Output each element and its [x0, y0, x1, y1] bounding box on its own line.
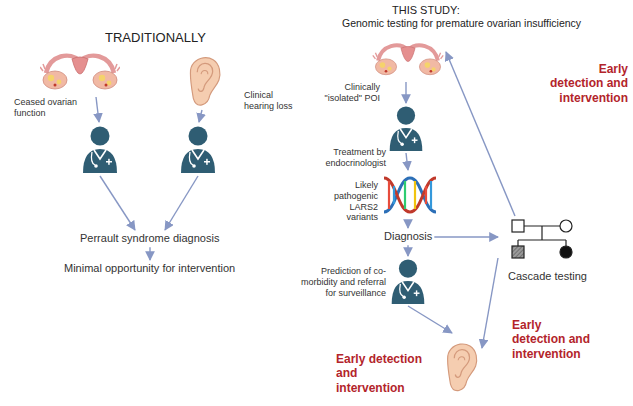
arrow-label: Early detection and intervention: [512, 318, 598, 361]
flow-arrow: [408, 220, 409, 228]
ear-illustration: [448, 344, 477, 391]
text-step: Minimal opportunity for intervention: [64, 262, 235, 275]
flow-arrow: [446, 52, 515, 216]
illustrated-step: Prediction of co-morbidity and referral …: [390, 258, 426, 304]
ovary-illustration: [40, 56, 120, 89]
step-label: Treatment by endocrinologist: [316, 147, 386, 169]
dna-illustration: [384, 178, 436, 212]
arrow-label: Early detection and intervention: [542, 62, 628, 105]
doctor-icon: [392, 259, 425, 304]
ear-illustration: [190, 58, 220, 105]
flow-arrow: [150, 247, 151, 260]
step-label: Clinical hearing loss: [244, 90, 299, 112]
flow-arrow: [408, 306, 452, 333]
step-label: Likely pathogenic LARS2 variants: [316, 180, 378, 223]
step-text: Minimal opportunity for intervention: [64, 262, 235, 275]
illustrated-step: Likely pathogenic LARS2 variants: [382, 172, 438, 218]
heading-label: TRADITIONALLY: [105, 30, 206, 46]
pedigree-chart: [512, 220, 572, 258]
doctor-icon: [390, 106, 423, 151]
ovary-illustration: [373, 45, 443, 74]
step-label: Early detection and intervention: [336, 352, 426, 395]
flow-arrow: [482, 258, 498, 348]
illustrated-step: Clinical hearing loss: [182, 50, 224, 108]
illustrated-step: Early detection and intervention: [440, 335, 480, 395]
flow-arrow: [406, 153, 408, 170]
illustrated-step: Clinically "isolated" POI: [372, 36, 444, 80]
heading-label: THIS STUDY:: [392, 4, 460, 17]
text-step: Diagnosis: [384, 230, 432, 243]
flow-arrow: [96, 97, 135, 230]
flow-arrow: [165, 110, 202, 230]
illustrated-step: Treatment by endocrinologist: [388, 105, 424, 151]
step-label: Clinically "isolated" POI: [318, 82, 380, 104]
flow-arrow: [408, 245, 409, 256]
doctor-icon: [83, 127, 117, 174]
illustrated-step: Ceased ovarian function: [40, 45, 120, 95]
step-text: Diagnosis: [384, 230, 432, 243]
flow-arrow: [406, 82, 407, 103]
illustrated-step: Cascade testing: [500, 218, 580, 264]
flow-arrow: [434, 237, 498, 238]
step-label: Ceased ovarian function: [14, 97, 78, 119]
doctor-icon: [181, 127, 215, 174]
step-text: Perrault syndrome diagnosis: [80, 232, 219, 245]
heading-label: Genomic testing for premature ovarian in…: [342, 17, 581, 30]
step-label: Prediction of co-morbidity and referral …: [296, 266, 386, 298]
text-step: Perrault syndrome diagnosis: [80, 232, 219, 245]
step-label: Cascade testing: [508, 270, 587, 283]
